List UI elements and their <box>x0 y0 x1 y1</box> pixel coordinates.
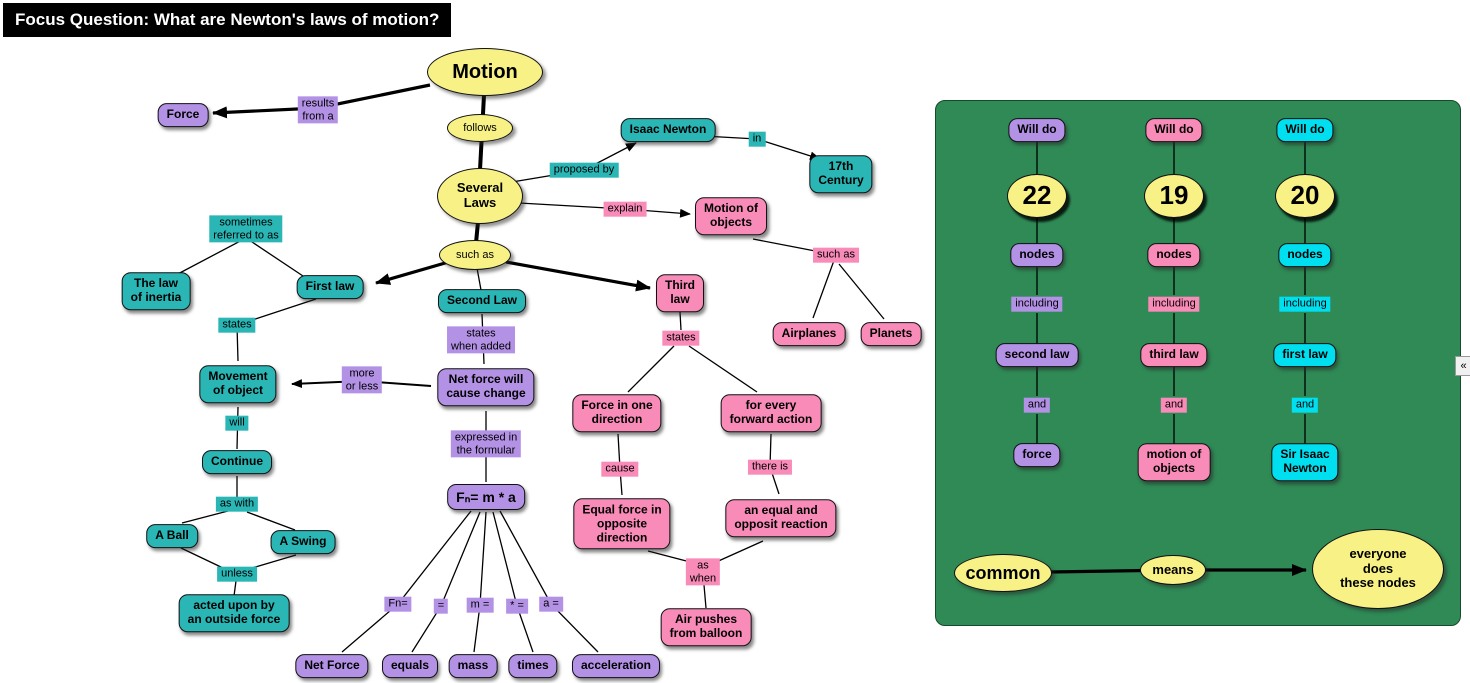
link-follows[interactable]: follows <box>447 114 513 142</box>
concept-motion[interactable]: Motion <box>427 48 543 96</box>
concept-everyone-does-these-nodes[interactable]: everyone does these nodes <box>1312 529 1444 609</box>
link-states-when-added[interactable]: states when added <box>447 326 515 354</box>
panel-col1-force[interactable]: force <box>1013 443 1061 467</box>
link-sometimes-referred-to-as[interactable]: sometimes referred to as <box>209 215 283 243</box>
panel-col3-sir-isaac-newton[interactable]: Sir Isaac Newton <box>1271 443 1339 481</box>
concept-motion-of-objects[interactable]: Motion of objects <box>695 197 767 235</box>
panel-col1-and[interactable]: and <box>1023 397 1051 413</box>
concept-movement-of-object[interactable]: Movement of object <box>199 365 277 403</box>
link-fn-equals[interactable]: Fn= <box>384 596 412 612</box>
concept-several-laws[interactable]: Several Laws <box>437 168 523 224</box>
concept-third-law[interactable]: Third law <box>656 274 704 312</box>
focus-question-banner: Focus Question: What are Newton's laws o… <box>3 3 452 37</box>
link-expressed-in-the-formular[interactable]: expressed in the formular <box>450 430 522 458</box>
link-equals-sign[interactable]: = <box>433 598 449 614</box>
panel-col1-will-do[interactable]: Will do <box>1008 118 1066 142</box>
concept-force[interactable]: Force <box>157 103 209 127</box>
concept-a-ball[interactable]: A Ball <box>146 524 198 548</box>
link-will[interactable]: will <box>225 415 249 431</box>
link-states-third[interactable]: states <box>662 330 700 346</box>
concept-common[interactable]: common <box>954 554 1052 592</box>
panel-col2-count[interactable]: 19 <box>1144 174 1204 218</box>
panel-col1-including[interactable]: including <box>1011 296 1063 312</box>
concept-equals[interactable]: equals <box>381 654 439 678</box>
concept-net-force[interactable]: Net Force <box>295 654 369 678</box>
concept-force-in-one-direction[interactable]: Force in one direction <box>572 394 662 432</box>
panel-col3-count[interactable]: 20 <box>1275 174 1335 218</box>
link-means[interactable]: means <box>1140 555 1206 585</box>
link-results-from-a[interactable]: results from a <box>297 96 339 124</box>
link-cause[interactable]: cause <box>601 461 639 477</box>
link-in[interactable]: in <box>748 131 766 147</box>
panel-col2-third-law[interactable]: third law <box>1140 343 1208 367</box>
link-such-as-objects[interactable]: such as <box>813 247 859 263</box>
concept-times[interactable]: times <box>508 654 558 678</box>
concept-for-every-forward-action[interactable]: for every forward action <box>720 394 822 432</box>
link-such-as-laws[interactable]: such as <box>439 240 511 270</box>
panel-col2-nodes[interactable]: nodes <box>1147 243 1201 267</box>
concept-law-of-inertia[interactable]: The law of inertia <box>121 272 191 310</box>
link-as-when[interactable]: as when <box>685 558 721 586</box>
panel-col3-first-law[interactable]: first law <box>1273 343 1337 367</box>
concept-net-force-will-cause-change[interactable]: Net force will cause change <box>437 368 535 406</box>
panel-col1-nodes[interactable]: nodes <box>1010 243 1064 267</box>
concept-acted-upon-by-outside-force[interactable]: acted upon by an outside force <box>178 594 290 632</box>
concept-isaac-newton[interactable]: Isaac Newton <box>620 118 716 142</box>
panel-col1-second-law[interactable]: second law <box>995 343 1079 367</box>
panel-col3-and[interactable]: and <box>1291 397 1319 413</box>
panel-col2-including[interactable]: including <box>1148 296 1200 312</box>
panel-col3-including[interactable]: including <box>1279 296 1331 312</box>
concept-formula[interactable]: Fₙ= m * a <box>447 483 525 511</box>
concept-air-pushes-from-balloon[interactable]: Air pushes from balloon <box>660 608 752 646</box>
concept-planets[interactable]: Planets <box>860 322 922 346</box>
link-there-is[interactable]: there is <box>747 459 793 475</box>
link-unless[interactable]: unless <box>217 566 257 582</box>
panel-col3-nodes[interactable]: nodes <box>1278 243 1332 267</box>
concept-acceleration[interactable]: acceleration <box>571 654 661 678</box>
concept-equal-force-opposite-direction[interactable]: Equal force in opposite direction <box>573 498 671 550</box>
link-star-equals[interactable]: * = <box>506 598 528 614</box>
concept-continue[interactable]: Continue <box>202 450 272 474</box>
link-more-or-less[interactable]: more or less <box>341 366 383 394</box>
concept-17th-century[interactable]: 17th Century <box>809 155 873 193</box>
link-explain[interactable]: explain <box>603 201 647 217</box>
collapse-panel-icon[interactable]: « <box>1455 356 1470 376</box>
panel-col2-and[interactable]: and <box>1160 397 1188 413</box>
concept-second-law[interactable]: Second Law <box>437 289 527 313</box>
link-m-equals[interactable]: m = <box>466 597 494 613</box>
concept-airplanes[interactable]: Airplanes <box>772 322 846 346</box>
link-states-first[interactable]: states <box>218 317 256 333</box>
concept-a-swing[interactable]: A Swing <box>270 530 336 554</box>
panel-col3-will-do[interactable]: Will do <box>1276 118 1334 142</box>
link-a-equals[interactable]: a = <box>539 596 563 612</box>
panel-col2-motion-of-objects[interactable]: motion of objects <box>1137 443 1211 481</box>
panel-col1-count[interactable]: 22 <box>1007 174 1067 218</box>
link-as-with[interactable]: as with <box>215 496 259 512</box>
concept-first-law[interactable]: First law <box>296 275 364 299</box>
link-proposed-by[interactable]: proposed by <box>549 162 619 178</box>
panel-col2-will-do[interactable]: Will do <box>1145 118 1203 142</box>
concept-equal-and-opposit-reaction[interactable]: an equal and opposit reaction <box>725 499 837 537</box>
concept-mass[interactable]: mass <box>448 654 498 678</box>
